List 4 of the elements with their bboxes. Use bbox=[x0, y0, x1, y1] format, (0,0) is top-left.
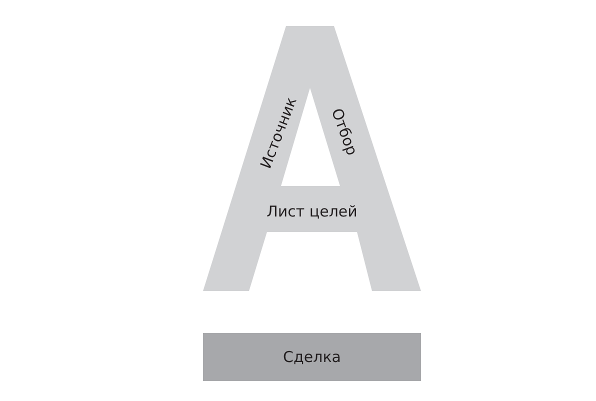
right-stroke-label: Отбор bbox=[328, 106, 360, 158]
base-bar bbox=[203, 333, 421, 381]
crossbar-label: Лист целей bbox=[266, 204, 358, 220]
bar-label: Сделка bbox=[283, 350, 341, 364]
